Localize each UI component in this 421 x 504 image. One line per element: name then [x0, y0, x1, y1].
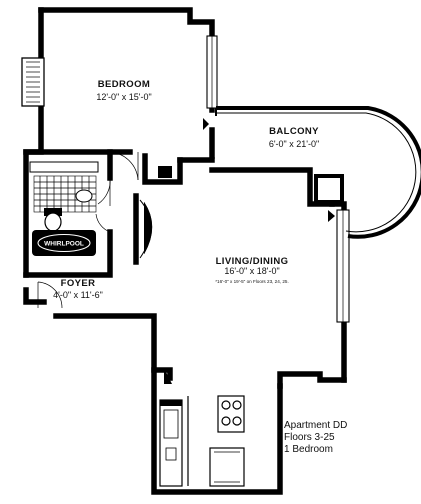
- balcony-door-arrow-living: [328, 210, 335, 222]
- foyer-walls: [23, 281, 283, 495]
- floors-label: Floors 3-25: [284, 432, 335, 443]
- burner-icon: [232, 400, 242, 410]
- bedroom-window-right: [206, 35, 218, 109]
- burner-icon: [232, 416, 242, 426]
- whirlpool-label: WHIRLPOOL: [44, 241, 84, 248]
- toilet-icon: [44, 208, 62, 232]
- sink-icon: [75, 189, 93, 203]
- living-name: LIVING/DINING: [216, 256, 289, 267]
- balcony-size: 6'-0" x 21'-0": [269, 139, 319, 149]
- living-window-right: [336, 209, 350, 323]
- closet: [107, 149, 215, 265]
- kitchen: [159, 395, 245, 487]
- apartment-info: Apartment DD Floors 3-25 1 Bedroom: [284, 420, 347, 455]
- apartment-label: Apartment DD: [284, 420, 347, 431]
- bedroom-count-label: 1 Bedroom: [284, 444, 333, 455]
- balcony-name: BALCONY: [269, 126, 319, 137]
- living-walls: [209, 167, 347, 389]
- balcony-door-arrow-bedroom: [203, 118, 209, 130]
- bathroom: WHIRLPOOL: [23, 149, 113, 278]
- balcony: [215, 106, 421, 239]
- bedroom-size: 12'-0" x 15'-0": [96, 92, 151, 102]
- living-size: 16'-0" x 18'-0": [224, 266, 279, 276]
- foyer-size: 4'-0" x 11'-6": [53, 290, 103, 300]
- burner-icon: [221, 400, 231, 410]
- bedroom-name: BEDROOM: [98, 79, 150, 90]
- burner-icon: [221, 416, 231, 426]
- living-note: *16'-0" x 19'-5" on Floors 23, 24, 25.: [215, 279, 288, 284]
- foyer-name: FOYER: [61, 278, 96, 289]
- bedroom-window-left: [21, 57, 45, 107]
